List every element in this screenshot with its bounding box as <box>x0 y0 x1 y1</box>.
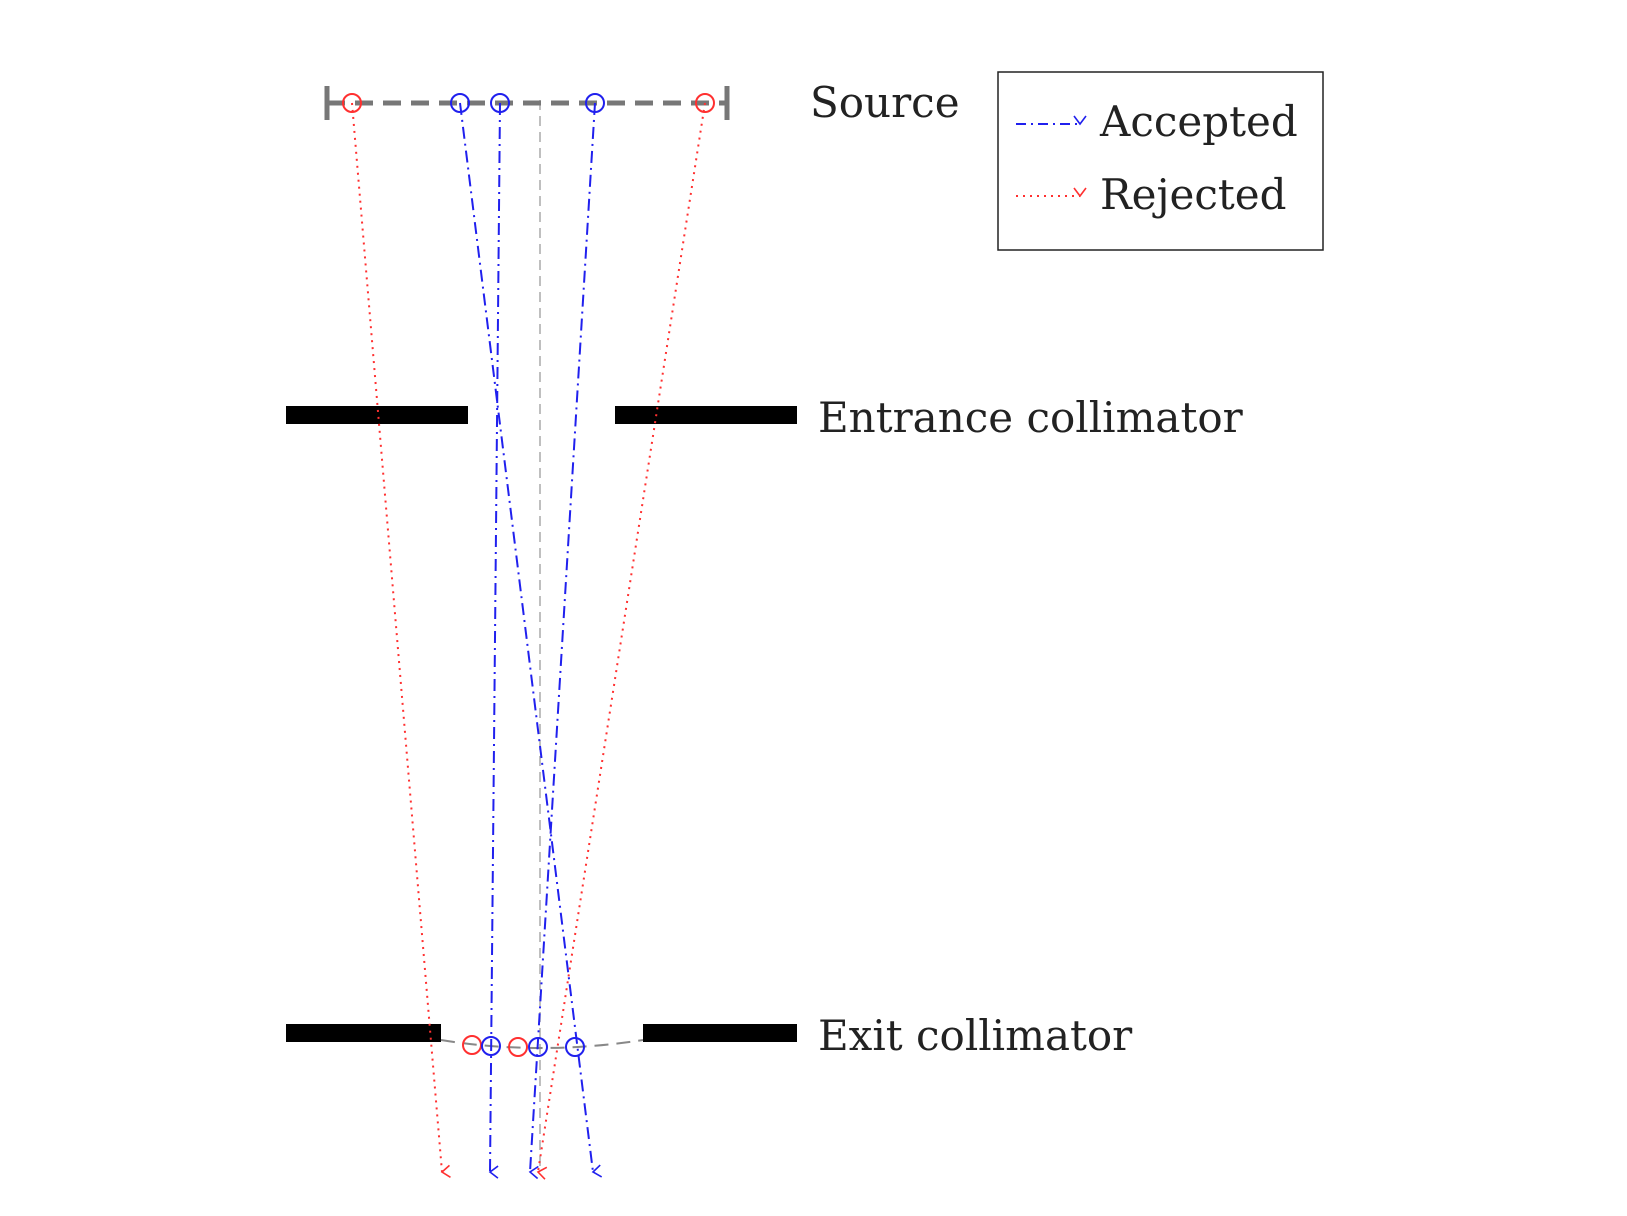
entrance-collimator-right <box>615 406 797 424</box>
source-point-5 <box>695 93 715 113</box>
legend-rejected-label: Rejected <box>1100 170 1287 219</box>
ray-rejected-1 <box>351 102 451 1178</box>
exit-collimator-right <box>643 1024 797 1042</box>
legend: Accepted Rejected <box>997 71 1324 251</box>
exit-point-1 <box>462 1035 482 1055</box>
source-points <box>342 93 715 113</box>
exit-point-4 <box>528 1037 548 1057</box>
exit-points <box>462 1035 585 1057</box>
ray-rejected-5 <box>536 102 706 1180</box>
source-point-2 <box>450 93 470 113</box>
source-label: Source <box>810 78 960 127</box>
source-point-1 <box>342 93 362 113</box>
ray-accepted-3 <box>488 102 501 1179</box>
entrance-collimator-left <box>286 406 468 424</box>
exit-point-5 <box>565 1037 585 1057</box>
ray-group <box>351 102 706 1180</box>
exit-point-2 <box>481 1036 501 1056</box>
legend-box <box>997 71 1324 251</box>
exit-point-3 <box>508 1037 528 1057</box>
source-point-4 <box>585 93 605 113</box>
source-point-3 <box>490 93 510 113</box>
source-bar <box>324 86 730 120</box>
legend-accepted-label: Accepted <box>1099 97 1298 146</box>
exit-plane-curve <box>440 1039 644 1049</box>
entrance-collimator-label: Entrance collimator <box>818 393 1244 442</box>
exit-collimator-label: Exit collimator <box>818 1011 1133 1060</box>
ray-accepted-2 <box>459 102 603 1178</box>
ray-accepted-4 <box>528 102 596 1180</box>
exit-collimator-left <box>286 1024 441 1042</box>
